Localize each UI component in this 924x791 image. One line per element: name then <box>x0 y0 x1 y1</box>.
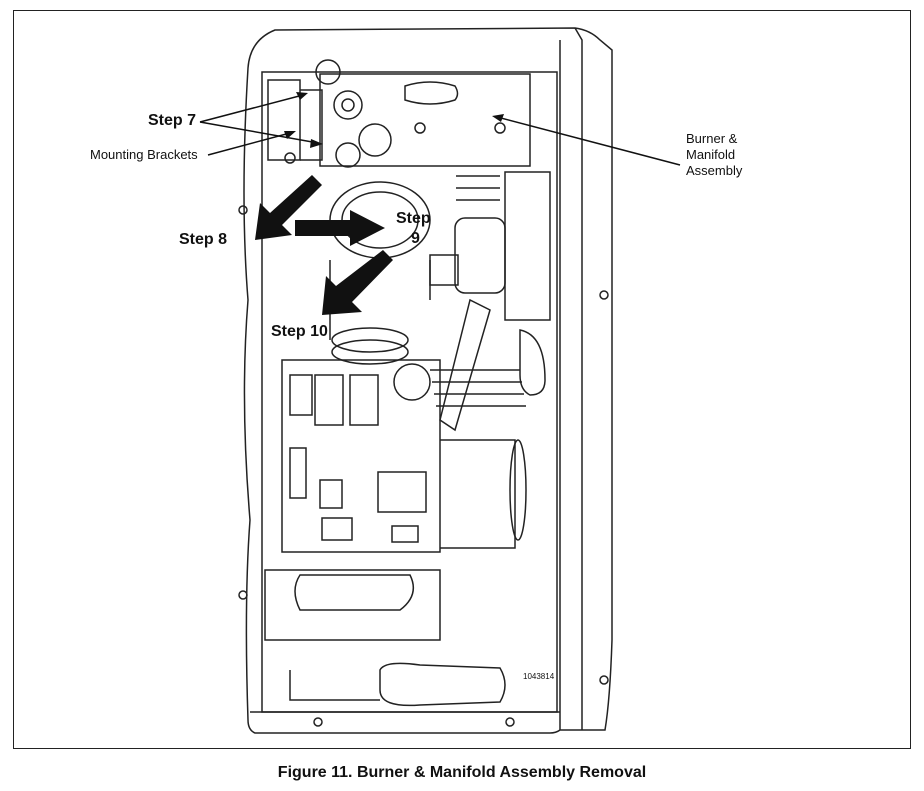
side-screw-3 <box>599 290 609 300</box>
step7-arrowhead-lower <box>310 139 323 148</box>
burner-label-line2: Manifold <box>686 147 736 162</box>
step7-arrowhead-upper <box>296 92 308 100</box>
step9-arrow <box>295 210 385 246</box>
mounting-arrowhead <box>284 131 296 139</box>
manifold-screw <box>414 122 426 134</box>
burner-arrowhead <box>492 114 504 122</box>
blower-wheel <box>509 439 527 541</box>
board-relay-3 <box>349 374 379 426</box>
burner-label-line1: Burner & <box>686 131 738 146</box>
base-screw-1 <box>313 717 323 727</box>
bottom-pipe <box>379 662 506 707</box>
inducer-coupling <box>429 254 459 286</box>
step7-leader-lower <box>199 121 319 144</box>
inducer-housing <box>504 171 551 321</box>
cabinet-opening <box>261 71 558 713</box>
orifice <box>358 123 392 157</box>
board-terminal-strip <box>289 447 307 499</box>
lower-pipe <box>294 574 415 611</box>
step7-leader-upper <box>199 94 304 123</box>
side-screw-2 <box>238 590 248 600</box>
control-board <box>281 359 441 553</box>
side-screw-1 <box>238 205 248 215</box>
board-connector-small <box>391 525 419 543</box>
heat-exchanger-louvers <box>430 369 526 407</box>
board-transformer <box>377 471 427 513</box>
side-panel-edge <box>574 27 583 730</box>
part-number-label: 1043814 <box>523 672 555 681</box>
bracket-screw-bottom <box>335 142 361 168</box>
base-screw-2 <box>505 717 515 727</box>
vent-pipe <box>439 298 491 432</box>
pressure-switch <box>331 327 409 353</box>
mounting-brackets-leader <box>207 132 291 156</box>
inducer-motor <box>454 217 506 294</box>
figure-frame <box>13 10 911 749</box>
elbow-pipe <box>519 329 546 396</box>
step8-label: Step 8 <box>179 231 228 248</box>
burner-leader <box>496 116 681 166</box>
burner-label-line3: Assembly <box>686 163 743 178</box>
manifold-screw-right <box>494 122 506 134</box>
cabinet-outline <box>243 27 613 734</box>
manifold-fitting <box>404 81 459 105</box>
bracket-screw <box>284 152 296 164</box>
mounting-brackets-label: Mounting Brackets <box>90 147 198 162</box>
board-relay-1 <box>289 374 313 416</box>
gas-valve-area <box>264 569 441 641</box>
left-bracket <box>267 79 301 161</box>
figure-caption: Figure 11. Burner & Manifold Assembly Re… <box>277 764 647 781</box>
step9-label-line2: 9 <box>411 230 420 247</box>
gas-valve-fitting <box>333 90 363 120</box>
bottom-rail <box>289 670 380 701</box>
vestibule-panel <box>319 73 531 167</box>
step8-arrow <box>255 175 322 240</box>
board-connector <box>321 517 353 541</box>
upper-louvers <box>456 175 500 201</box>
side-screw-4 <box>599 675 609 685</box>
step9-label-line1: Step <box>396 210 431 227</box>
step10-arrow <box>322 250 393 315</box>
pressure-switch-lower <box>331 339 409 365</box>
board-relay-2 <box>314 374 344 426</box>
blower-housing <box>440 439 516 549</box>
step7-label: Step 7 <box>148 112 197 129</box>
gas-valve-inner <box>341 98 355 112</box>
board-fuse <box>319 479 343 509</box>
board-capacitor <box>393 363 431 401</box>
step10-label: Step 10 <box>271 323 328 340</box>
left-bracket-flange <box>300 89 323 161</box>
bracket-screw-top <box>315 59 341 85</box>
